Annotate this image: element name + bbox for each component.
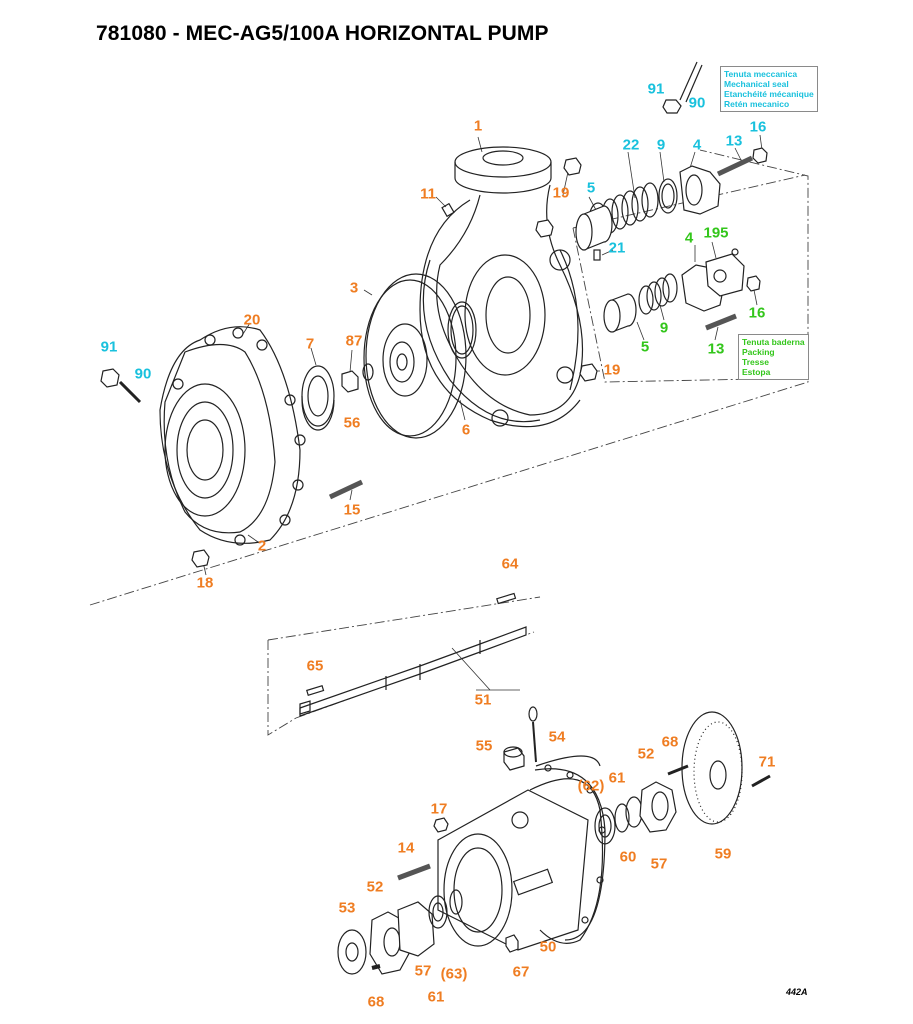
callout-14: 14: [397, 839, 415, 857]
callout-50: 50: [539, 938, 557, 956]
callout-13-top: 13: [725, 132, 743, 150]
page-title: 781080 - MEC-AG5/100A HORIZONTAL PUMP: [96, 22, 549, 45]
callout-65: 65: [306, 657, 324, 675]
callout-4-packing: 4: [684, 229, 694, 247]
pump-cover-2: [159, 326, 306, 546]
callout-91-left: 91: [100, 338, 118, 356]
callout-9-top: 9: [656, 136, 666, 154]
callout-57-left: 57: [414, 962, 432, 980]
callout-51: 51: [474, 691, 492, 709]
callout-87: 87: [345, 332, 363, 350]
legend-line: Tresse: [742, 357, 769, 367]
figure-reference: 442A: [786, 987, 808, 997]
callout-90-top: 90: [688, 94, 706, 112]
legend-line: Etanchéité mécanique: [724, 89, 814, 99]
callout-53: 53: [338, 899, 356, 917]
legend-mechanical-seal: Tenuta meccanica Mechanical seal Etanché…: [720, 66, 818, 112]
callout-18: 18: [196, 574, 214, 592]
callout-71: 71: [758, 753, 776, 771]
callout-60: 60: [619, 848, 637, 866]
callout-17: 17: [430, 800, 448, 818]
callout-54: 54: [548, 728, 566, 746]
callout-68-right: 68: [661, 733, 679, 751]
callout-4-top: 4: [692, 136, 702, 154]
shaft-51: [299, 592, 527, 717]
legend-line: Estopa: [742, 367, 771, 377]
callout-7: 7: [305, 335, 315, 353]
callout-68-left: 68: [367, 993, 385, 1011]
impeller-3: [363, 273, 467, 439]
callout-16-packing: 16: [748, 304, 766, 322]
legend-line: Tenuta meccanica: [724, 69, 798, 79]
callout-15: 15: [343, 501, 361, 519]
callout-90-left: 90: [134, 365, 152, 383]
callout-21: 21: [608, 239, 626, 257]
callout-1: 1: [473, 117, 483, 135]
callout-13-packing: 13: [707, 340, 725, 358]
callout-59: 59: [714, 845, 732, 863]
packing-kit-group: [603, 248, 761, 333]
callout-56: 56: [343, 414, 361, 432]
legend-line: Mechanical seal: [724, 79, 789, 89]
callout-11: 11: [420, 185, 436, 203]
seal-kit-top-group: [575, 61, 768, 261]
legend-line: Tenuta baderna: [742, 337, 805, 347]
upper-leader-lines: [202, 134, 763, 576]
legend-line: Retén mecanico: [724, 99, 790, 109]
legend-line: Packing: [742, 347, 775, 357]
callout-67: 67: [512, 963, 530, 981]
callout-57-right: 57: [650, 855, 668, 873]
callout-22: 22: [622, 136, 640, 154]
callout-9-packing: 9: [659, 319, 669, 337]
pump-casing-1: [419, 146, 584, 428]
callout-61-right: 61: [608, 769, 626, 787]
assembly-boundary-lines: [89, 149, 809, 736]
callout-20: 20: [243, 311, 261, 329]
callout-19-top: 19: [552, 184, 570, 202]
callout-64: 64: [501, 555, 519, 573]
callout-63: (63): [440, 965, 468, 983]
callout-91-top: 91: [647, 80, 665, 98]
callout-2: 2: [257, 537, 267, 555]
callout-61-left: 61: [427, 988, 445, 1006]
callout-5-packing: 5: [640, 338, 650, 356]
callout-5-top: 5: [586, 179, 596, 197]
bearing-frame-50: [437, 755, 606, 951]
callout-3: 3: [349, 279, 359, 297]
callout-62: (62): [577, 777, 605, 795]
callout-6: 6: [461, 421, 471, 439]
callout-16-top: 16: [749, 118, 767, 136]
callout-55: 55: [475, 737, 493, 755]
callout-52-left: 52: [366, 878, 384, 896]
callout-19-bottom: 19: [603, 361, 621, 379]
legend-packing: Tenuta baderna Packing Tresse Estopa: [738, 334, 809, 380]
callout-195: 195: [703, 224, 729, 242]
callout-52-right: 52: [637, 745, 655, 763]
